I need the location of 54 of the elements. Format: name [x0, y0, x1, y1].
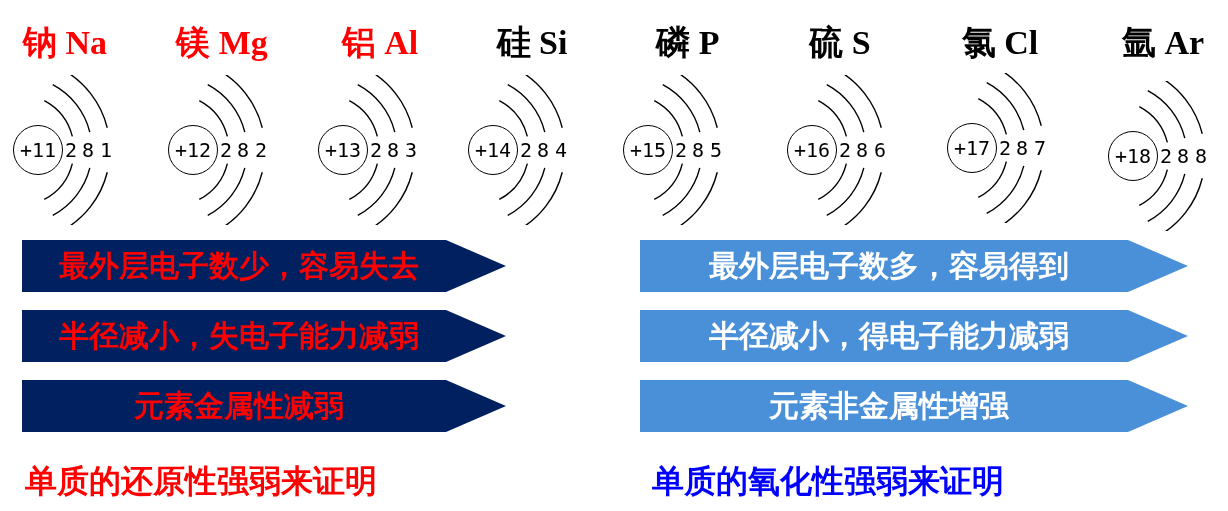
element-name: 铝 Al — [341, 23, 419, 63]
element-name: 硅 Si — [496, 23, 568, 63]
element-name: 磷 P — [656, 23, 720, 63]
electron-count: 8 — [1016, 136, 1028, 160]
electron-count: 8 — [387, 138, 399, 162]
arrow-banner — [22, 310, 506, 362]
arrow-banner — [640, 240, 1188, 292]
nucleus-circle: +18 — [1108, 131, 1158, 181]
arrow-banner — [22, 240, 506, 292]
electron-count: 2 — [520, 138, 532, 162]
element-name: 硫 S — [809, 23, 871, 63]
electron-count: 2 — [65, 138, 77, 162]
banner-text: 最外层电子数多，容易得到 — [708, 247, 1070, 285]
electron-count: 2 — [255, 138, 267, 162]
electron-count: 2 — [675, 138, 687, 162]
arrow-banner — [640, 310, 1188, 362]
nucleus-circle: +12 — [168, 125, 218, 175]
note-text: 单质的氧化性强弱来证明 — [652, 461, 1004, 502]
electron-count: 8 — [82, 138, 94, 162]
nucleus-circle: +14 — [468, 125, 518, 175]
element-name: 氯 Cl — [961, 23, 1039, 63]
banner-text: 元素金属性减弱 — [133, 387, 345, 425]
electron-count: 2 — [839, 138, 851, 162]
electron-count: 2 — [370, 138, 382, 162]
electron-count: 8 — [237, 138, 249, 162]
nucleus-circle: +16 — [787, 125, 837, 175]
electron-count: 3 — [405, 138, 417, 162]
electron-count: 8 — [856, 138, 868, 162]
arrow-banner — [22, 380, 506, 432]
banner-text: 半径减小，失电子能力减弱 — [58, 317, 420, 355]
nucleus-circle: +13 — [318, 125, 368, 175]
element-name: 镁 Mg — [176, 23, 268, 63]
electron-count: 8 — [1195, 144, 1207, 168]
nucleus-circle: +15 — [623, 125, 673, 175]
electron-count: 2 — [1160, 144, 1172, 168]
electron-count: 1 — [100, 138, 112, 162]
electron-count: 2 — [220, 138, 232, 162]
electron-count: 8 — [537, 138, 549, 162]
nucleus-circle: +11 — [13, 125, 63, 175]
banner-text: 最外层电子数少，容易失去 — [58, 247, 420, 285]
arrow-banner — [640, 380, 1188, 432]
note-text: 单质的还原性强弱来证明 — [25, 461, 377, 502]
element-name: 钠 Na — [22, 23, 108, 63]
electron-count: 7 — [1034, 136, 1046, 160]
electron-count: 2 — [999, 136, 1011, 160]
electron-count: 8 — [1177, 144, 1189, 168]
electron-count: 6 — [874, 138, 886, 162]
banner-text: 半径减小，得电子能力减弱 — [708, 317, 1070, 355]
electron-count: 8 — [692, 138, 704, 162]
electron-count: 4 — [555, 138, 567, 162]
banner-text: 元素非金属性增强 — [768, 387, 1010, 425]
element-name: 氩 Ar — [1121, 23, 1205, 63]
electron-count: 5 — [710, 138, 722, 162]
nucleus-circle: +17 — [947, 123, 997, 173]
